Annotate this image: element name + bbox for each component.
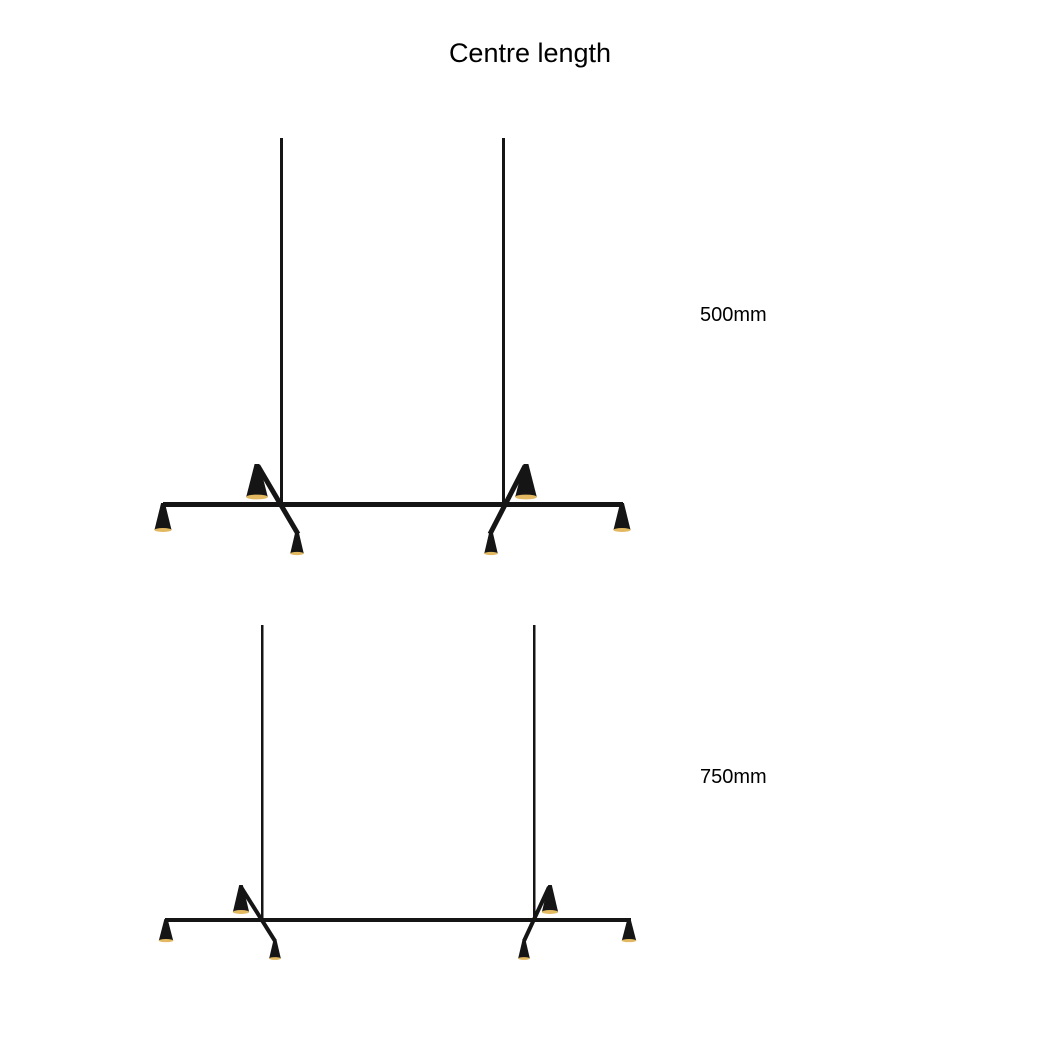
cone-spotlight bbox=[158, 919, 174, 943]
cone-spotlight bbox=[154, 503, 172, 532]
suspension-rod bbox=[502, 138, 505, 506]
pendant-lamp-750mm bbox=[158, 625, 637, 960]
cone-spotlight bbox=[484, 531, 498, 556]
cone-spotlight bbox=[269, 939, 281, 960]
horizontal-bar bbox=[163, 502, 623, 507]
cone-spotlight bbox=[290, 531, 304, 556]
variant-label-500: 500mm bbox=[700, 304, 767, 326]
diagonal-arm bbox=[255, 464, 301, 536]
cone-spotlight bbox=[613, 503, 631, 532]
pendant-lamp-500mm bbox=[154, 138, 631, 556]
horizontal-bar bbox=[165, 918, 631, 922]
suspension-rod bbox=[533, 625, 536, 921]
suspension-rod bbox=[280, 138, 283, 506]
diagonal-arm bbox=[239, 885, 277, 943]
variant-label-750: 750mm bbox=[700, 766, 767, 788]
diagonal-arm bbox=[487, 464, 528, 536]
cone-spotlight bbox=[518, 939, 530, 960]
diagonal-arm bbox=[522, 886, 551, 942]
suspension-rod bbox=[261, 625, 264, 921]
page-title: Centre length bbox=[448, 38, 612, 68]
cone-spotlight bbox=[621, 919, 637, 943]
